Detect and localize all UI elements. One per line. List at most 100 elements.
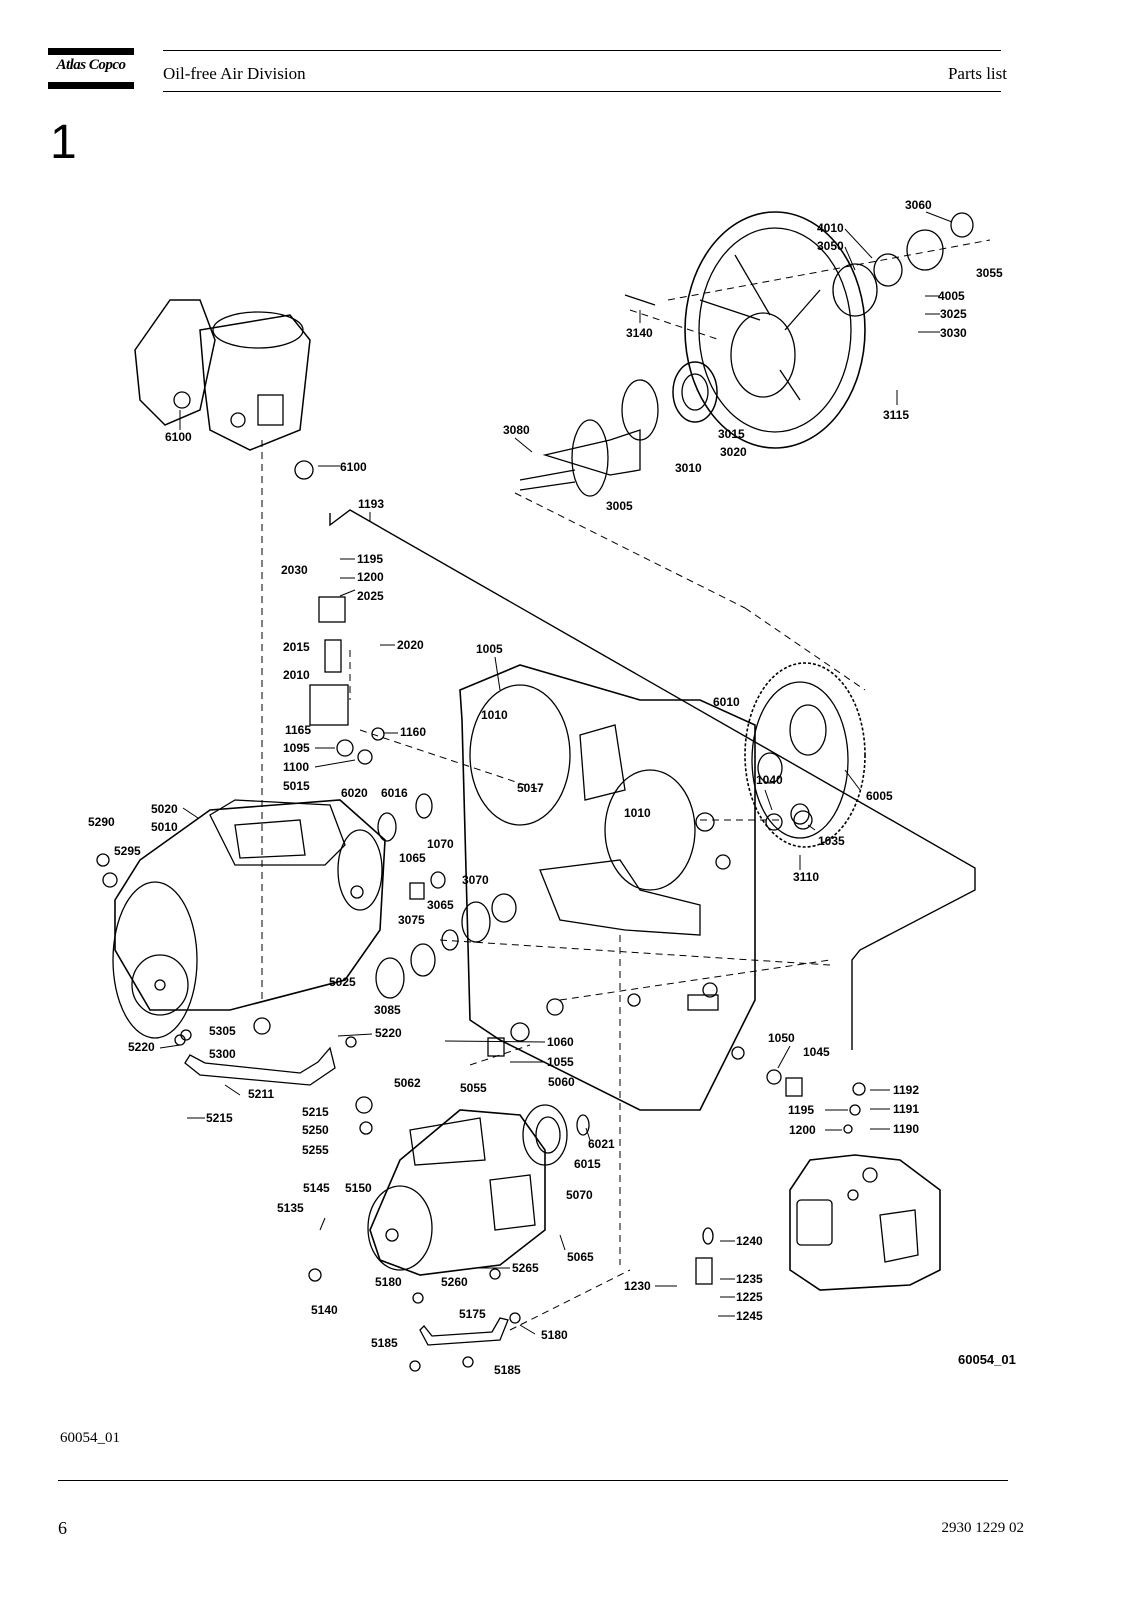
part-label: 5070 bbox=[566, 1188, 593, 1202]
part-label: 5250 bbox=[302, 1123, 329, 1137]
part-label: 5175 bbox=[459, 1307, 486, 1321]
part-label: 1240 bbox=[736, 1234, 763, 1248]
footer-rule bbox=[58, 1480, 1008, 1481]
part-label: 1065 bbox=[399, 851, 426, 865]
part-label: 1035 bbox=[818, 834, 845, 848]
part-label: 5180 bbox=[375, 1275, 402, 1289]
part-label: 5255 bbox=[302, 1143, 329, 1157]
part-label: 5135 bbox=[277, 1201, 304, 1215]
document-number: 2930 1229 02 bbox=[941, 1520, 1025, 1536]
part-label: 5220 bbox=[128, 1040, 155, 1054]
part-label: 5055 bbox=[460, 1081, 487, 1095]
part-label: 4005 bbox=[938, 289, 965, 303]
part-label: 5215 bbox=[302, 1105, 329, 1119]
part-label: 6015 bbox=[574, 1157, 601, 1171]
part-label: 5145 bbox=[303, 1181, 330, 1195]
part-label: 1190 bbox=[893, 1122, 919, 1136]
part-label: 3080 bbox=[503, 423, 530, 437]
part-label: 1200 bbox=[357, 570, 384, 584]
figure-caption: 60054_01 bbox=[60, 1430, 120, 1446]
part-label: 1100 bbox=[283, 760, 309, 774]
gear-casing bbox=[459, 664, 756, 1111]
section-number: 1 bbox=[50, 116, 77, 169]
part-label: 1070 bbox=[427, 837, 454, 851]
part-label: 1165 bbox=[285, 723, 311, 737]
header-rule-top bbox=[163, 50, 1001, 51]
part-label: 1010 bbox=[481, 708, 508, 722]
small-fittings bbox=[180, 596, 866, 1372]
part-label: 2030 bbox=[281, 563, 308, 577]
part-label: 5010 bbox=[151, 820, 178, 834]
part-label: 1195 bbox=[357, 552, 383, 566]
part-label: 6021 bbox=[588, 1137, 615, 1151]
part-label: 5295 bbox=[114, 844, 141, 858]
part-label: 6016 bbox=[381, 786, 408, 800]
air-inlet-housing bbox=[134, 299, 314, 480]
part-label: 3060 bbox=[905, 198, 932, 212]
part-label: 1192 bbox=[893, 1083, 919, 1097]
part-label: 3115 bbox=[883, 408, 909, 422]
part-label: 3005 bbox=[606, 499, 633, 513]
part-label: 5300 bbox=[209, 1047, 236, 1061]
leader-lines bbox=[159, 211, 953, 1335]
part-label: 5017 bbox=[517, 781, 544, 795]
part-label: 2020 bbox=[397, 638, 424, 652]
part-label: 5065 bbox=[567, 1250, 594, 1264]
part-label: 1193 bbox=[358, 497, 384, 511]
outlet-housing bbox=[789, 1154, 941, 1291]
part-label: 3055 bbox=[976, 266, 1003, 280]
part-label: 1195 bbox=[788, 1103, 814, 1117]
part-label: 5265 bbox=[512, 1261, 539, 1275]
part-label: 1045 bbox=[803, 1045, 830, 1059]
part-label: 6005 bbox=[866, 789, 893, 803]
part-label: 3075 bbox=[398, 913, 425, 927]
part-label: 5025 bbox=[329, 975, 356, 989]
part-label: 1060 bbox=[547, 1035, 574, 1049]
part-label: 5260 bbox=[441, 1275, 468, 1289]
part-label: 1160 bbox=[400, 725, 426, 739]
part-label: 3020 bbox=[720, 445, 747, 459]
part-label: 1055 bbox=[547, 1055, 574, 1069]
part-label: 3030 bbox=[940, 326, 967, 340]
part-label: 3015 bbox=[718, 427, 745, 441]
document-type: Parts list bbox=[947, 64, 1007, 83]
low-pressure-element bbox=[96, 799, 386, 1046]
part-label: 3085 bbox=[374, 1003, 401, 1017]
oil-pipes bbox=[184, 1046, 509, 1346]
part-label: 3140 bbox=[626, 326, 653, 340]
part-label: 5185 bbox=[494, 1363, 521, 1377]
division-name: Oil-free Air Division bbox=[163, 64, 306, 83]
page-number: 6 bbox=[58, 1518, 67, 1538]
part-label: 5020 bbox=[151, 802, 178, 816]
part-label: 6100 bbox=[340, 460, 367, 474]
large-gear-wheel bbox=[744, 662, 866, 848]
part-label: 3010 bbox=[675, 461, 702, 475]
part-label: 6020 bbox=[341, 786, 368, 800]
part-label: 5305 bbox=[209, 1024, 236, 1038]
high-pressure-element bbox=[308, 1104, 590, 1282]
part-label: 1095 bbox=[283, 741, 310, 755]
part-label: 3025 bbox=[940, 307, 967, 321]
part-label: 5140 bbox=[311, 1303, 338, 1317]
part-label: 5220 bbox=[375, 1026, 402, 1040]
part-label: 1050 bbox=[768, 1031, 795, 1045]
part-label: 5015 bbox=[283, 779, 310, 793]
part-label: 4010 bbox=[817, 221, 844, 235]
part-label: 5290 bbox=[88, 815, 115, 829]
part-label: 5180 bbox=[541, 1328, 568, 1342]
part-label: 1245 bbox=[736, 1309, 763, 1323]
part-labels: 3060 4010 3050 3055 4005 3025 3030 3140 … bbox=[88, 198, 1003, 1377]
atlas-copco-logo: Atlas Copco bbox=[48, 48, 134, 90]
part-label: 1010 bbox=[624, 806, 651, 820]
part-label: 5185 bbox=[371, 1336, 398, 1350]
part-label: 5062 bbox=[394, 1076, 421, 1090]
part-label: 5060 bbox=[548, 1075, 575, 1089]
part-label: 3050 bbox=[817, 239, 844, 253]
part-label: 6010 bbox=[713, 695, 740, 709]
part-label: 2010 bbox=[283, 668, 310, 682]
assembly-lines bbox=[261, 239, 991, 1331]
figure-id: 60054_01 bbox=[958, 1352, 1016, 1367]
part-label: 3065 bbox=[427, 898, 454, 912]
part-label: 2025 bbox=[357, 589, 384, 603]
